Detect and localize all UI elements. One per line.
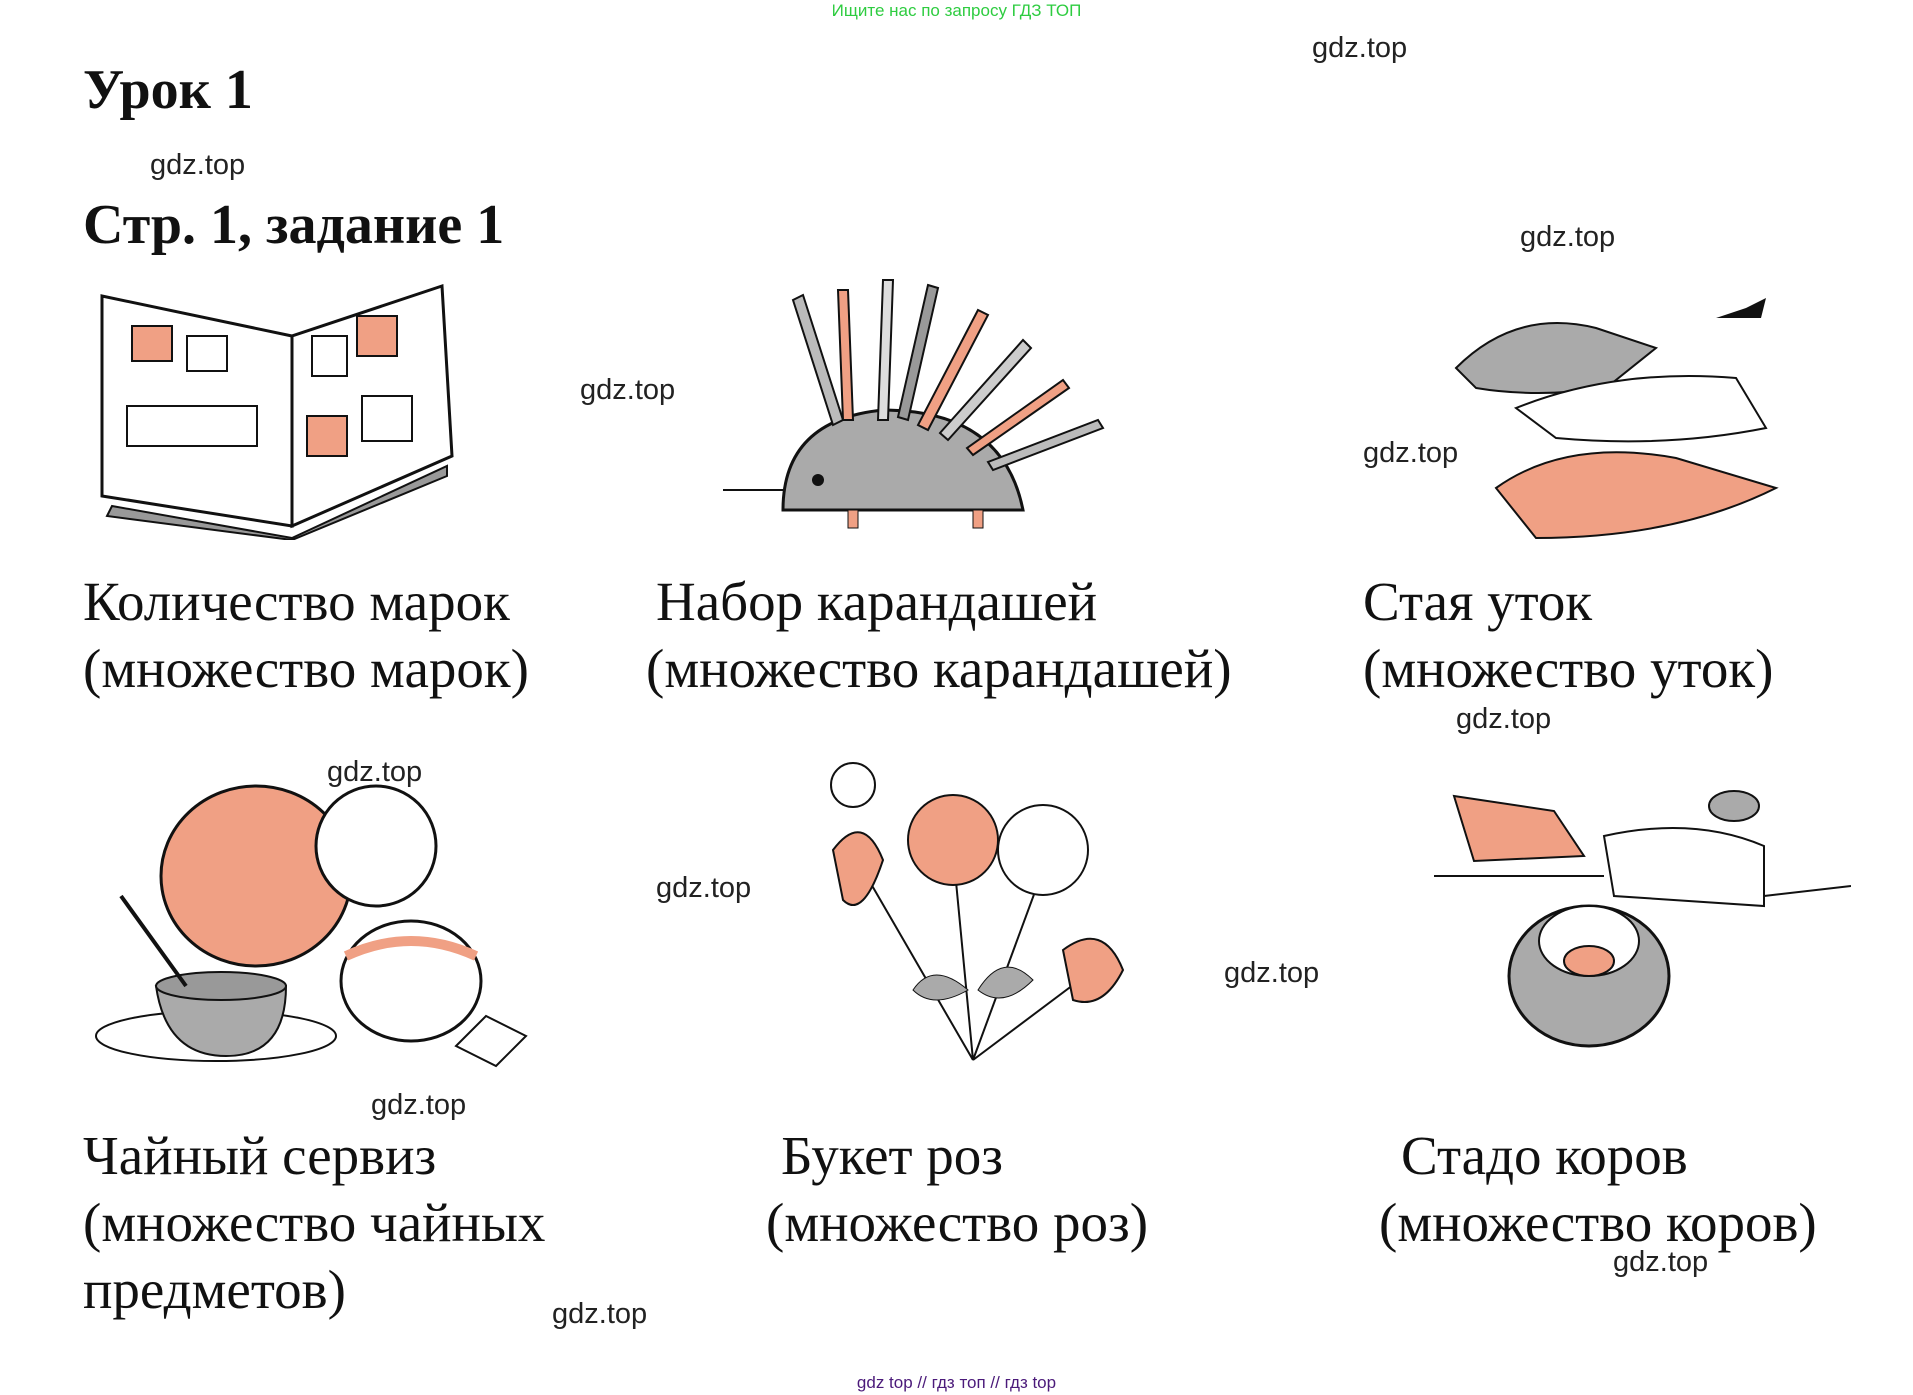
caption-line: Стая уток [1363,571,1593,632]
footer-links[interactable]: gdz top // гдз топ // гдз top [856,1373,1057,1392]
caption-line: Набор карандашей [656,571,1098,632]
cows-illustration [1434,790,1851,1048]
caption-line: Стадо коров [1401,1125,1688,1186]
caption-line: (множество чайных [83,1192,546,1253]
search-banner[interactable]: Ищите нас по запросу ГДЗ ТОП [831,1,1082,20]
caption-pencils: Набор карандашей (множество карандашей) [646,568,1232,702]
watermark: gdz.top [1363,437,1459,469]
caption-line: (множество роз) [766,1192,1149,1253]
caption-line: (множество уток) [1363,638,1774,699]
watermark: gdz.top [1520,221,1616,253]
caption-line: (множество марок) [83,638,529,699]
caption-stamps: Количество марок (множество марок) [83,568,529,702]
caption-line: (множество карандашей) [646,638,1232,699]
stamp-album-illustration [100,283,454,540]
caption-line: Букет роз [781,1125,1003,1186]
roses-illustration [830,762,1125,1061]
task-title: Стр. 1, задание 1 [83,194,505,256]
watermark: gdz.top [1224,957,1320,989]
watermark: gdz.top [1312,32,1408,64]
watermark: gdz.top [656,872,752,904]
caption-cows: Стадо коров (множество коров) [1379,1122,1817,1256]
caption-ducks: Стая уток (множество уток) [1363,568,1773,702]
caption-line: предметов) [83,1259,346,1320]
watermark: gdz.top [150,149,246,181]
caption-line: Чайный сервиз [83,1125,437,1186]
caption-line: Количество марок [83,571,510,632]
caption-roses: Букет роз (множество роз) [766,1122,1148,1256]
watermark: gdz.top [552,1298,648,1330]
watermark: gdz.top [580,374,676,406]
caption-tea-set: Чайный сервиз (множество чайных предмето… [83,1122,545,1323]
watermark: gdz.top [327,756,423,788]
pencils-hedgehog-illustration [723,279,1105,529]
watermark: gdz.top [1456,703,1552,735]
watermark: gdz.top [1613,1246,1709,1278]
caption-line: (множество коров) [1379,1192,1817,1253]
ducks-illustration [1454,298,1779,540]
tea-set-illustration [95,784,528,1068]
watermark: gdz.top [371,1089,467,1121]
lesson-title: Урок 1 [83,59,253,121]
